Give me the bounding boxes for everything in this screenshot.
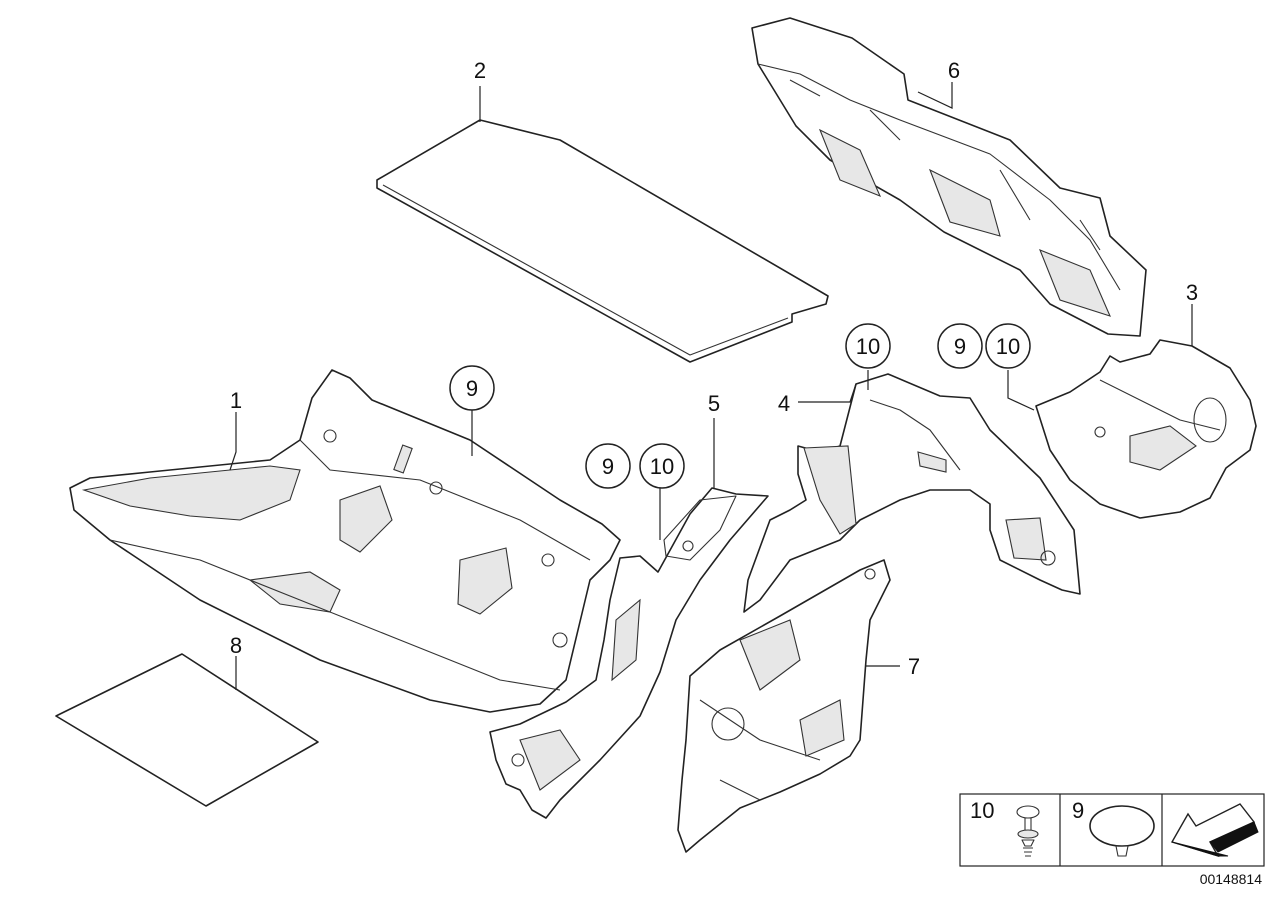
label-part-7: 7 <box>908 654 920 679</box>
part-6-molded-insulation <box>751 17 1147 337</box>
push-rivet-icon <box>1016 805 1040 857</box>
part-5-side-insulation <box>489 487 769 819</box>
callout-10-side: 10 <box>650 454 674 479</box>
direction-arrow-icon <box>1170 803 1259 858</box>
part-3-rear-insulation <box>1035 339 1257 519</box>
callout-9-floor: 9 <box>466 376 478 401</box>
label-part-8: 8 <box>230 633 242 658</box>
fastener-legend: 10 9 <box>959 793 1265 867</box>
label-part-6: 6 <box>948 58 960 83</box>
callout-10-rear: 10 <box>996 334 1020 359</box>
label-part-2: 2 <box>474 58 486 83</box>
label-part-1: 1 <box>230 388 242 413</box>
callout-10-bracket: 10 <box>856 334 880 359</box>
callout-9-side: 9 <box>602 454 614 479</box>
leader-lines <box>229 82 1193 690</box>
label-part-4: 4 <box>778 391 790 416</box>
part-labels: 2 6 3 4 5 1 8 7 <box>230 58 1198 679</box>
legend-label-10: 10 <box>970 798 994 823</box>
part-4-bracket-insulation <box>743 373 1081 613</box>
fastener-callouts: 9 9 10 10 9 10 <box>449 323 1031 489</box>
part-2-flat-panel <box>376 119 829 363</box>
catalog-number: 00148814 <box>1200 871 1263 887</box>
label-part-3: 3 <box>1186 280 1198 305</box>
part-7-door-panel-insulation <box>677 559 891 853</box>
round-plug-icon <box>1089 805 1155 857</box>
part-8-flat-sheet <box>55 653 319 807</box>
part-1-floor-insulation <box>69 369 621 713</box>
callout-9-rear: 9 <box>954 334 966 359</box>
label-part-5: 5 <box>708 391 720 416</box>
legend-label-9: 9 <box>1072 798 1084 823</box>
